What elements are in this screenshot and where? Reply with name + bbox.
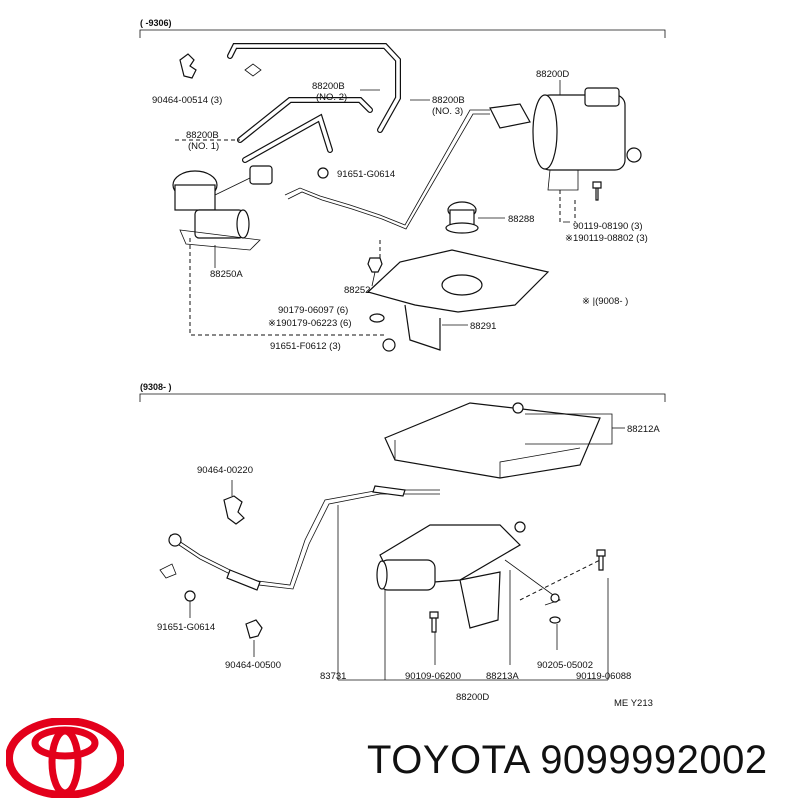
label-bracket: 88291 [470, 321, 496, 332]
toyota-logo-mark [6, 718, 124, 798]
label-cover: 88212A [627, 424, 660, 435]
toyota-logo [6, 718, 124, 798]
clip-bottom-icon [245, 619, 263, 639]
label-bolt-a-b: 90109-06200 [405, 671, 461, 682]
valve-icon [445, 201, 479, 234]
label-assembly: 88200D [456, 692, 489, 703]
label-washer-b: 90205-05002 [537, 660, 593, 671]
label-vacuum-pump: 88250A [210, 269, 243, 280]
label-valve: 88288 [508, 214, 534, 225]
label-bolt-b: ※190119-08802 (3) [565, 233, 648, 244]
label-cable: 83731 [320, 671, 346, 682]
nut-bottom-icon [382, 338, 396, 352]
top-range-label: ( -9306) [140, 18, 172, 28]
label-clip-top-b: 90464-00220 [197, 465, 253, 476]
label-bracket-b: 88213A [486, 671, 519, 682]
label-nut-b: 91651-G0614 [157, 622, 215, 633]
cover-icon [384, 402, 601, 479]
brand-name: TOYOTA [367, 738, 529, 782]
bolt-c-icon [596, 549, 606, 571]
bolt-icon [592, 181, 602, 201]
label-nut-bottom: 91651-F0612 (3) [270, 341, 341, 352]
label-washer-a: 90179-06097 (6) [278, 305, 348, 316]
clip-icon [179, 53, 197, 79]
label-clip-bottom: 90464-00500 [225, 660, 281, 671]
label-nut-top: 91651-G0614 [337, 169, 395, 180]
label-bolt-b-b: 90119-06088 [576, 671, 631, 682]
nut-icon [317, 167, 329, 179]
label-hose-no1-b: (NO. 1) [188, 141, 219, 152]
motor-icon [376, 521, 561, 629]
cable-end-icon [168, 533, 182, 547]
vacuum-pump-icon [172, 165, 273, 251]
brand-caption: TOYOTA 9099992002 [367, 738, 792, 783]
bottom-range-bracket [139, 393, 666, 402]
label-hose-no2-a: 88200B [312, 81, 345, 92]
label-hose-no3-b: (NO. 3) [432, 106, 463, 117]
label-actuator: 88200D [536, 69, 569, 80]
bolt-b-icon [429, 611, 439, 633]
label-hose-no2-b: (NO. 2) [316, 92, 347, 103]
label-washer-b: ※190179-06223 (6) [268, 318, 352, 329]
label-hose-no3-a: 88200B [432, 95, 465, 106]
washer-b-icon [549, 616, 561, 624]
top-note: ※ |(9008- ) [582, 296, 628, 307]
label-bolt-a: 90119-08190 (3) [573, 221, 643, 232]
label-hose-no1-a: 88200B [186, 130, 219, 141]
actuator-icon [489, 87, 642, 191]
washer-icon [369, 313, 385, 323]
bottom-range-label: (9308- ) [140, 382, 172, 392]
grommet-icon [367, 257, 383, 273]
bracket-icon [366, 249, 550, 351]
diagram-code: ME Y213 [614, 698, 653, 709]
clip-top-icon [223, 495, 245, 525]
label-grommet: 88252 [344, 285, 370, 296]
top-section: ( -9306) 90464-00514 (3) 88200B (NO. 3) … [139, 18, 666, 352]
label-clip-top: 90464-00514 (3) [152, 95, 222, 106]
top-range-bracket [139, 29, 666, 38]
nut-b-icon [184, 590, 196, 602]
bottom-section: (9308- ) 88212A 90464-00220 91651-G0614 [139, 382, 666, 709]
part-number: 9099992002 [540, 738, 768, 782]
